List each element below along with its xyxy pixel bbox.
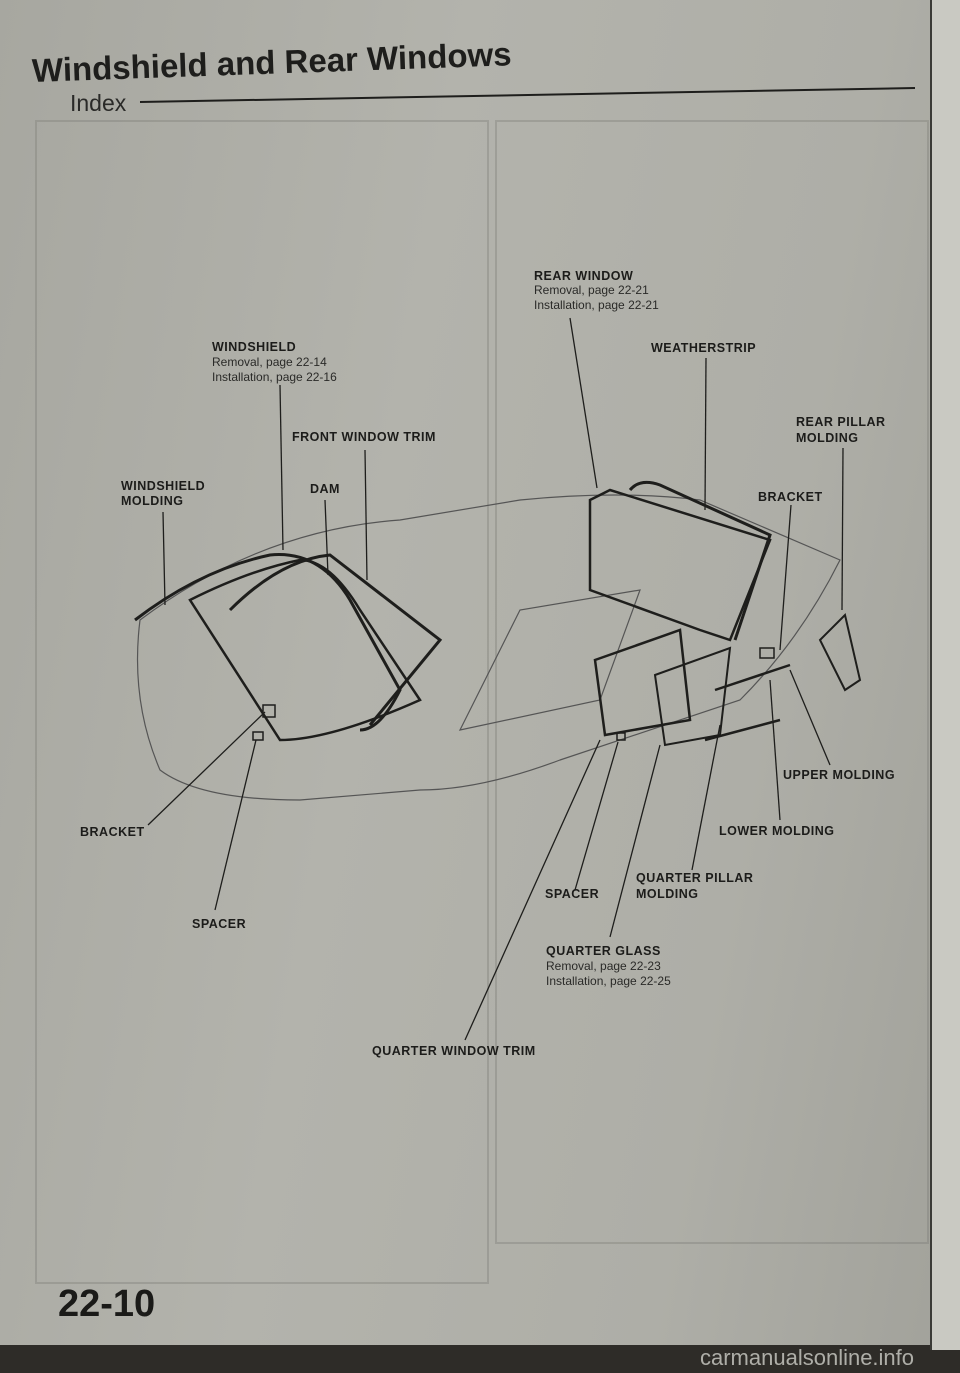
bracket-part-right <box>759 647 775 659</box>
quarter-glass-installation-ref: Installation, page 22-25 <box>546 974 671 988</box>
label-rear-window: REAR WINDOW <box>534 269 634 283</box>
page-subtitle: Index <box>70 90 127 116</box>
label-weatherstrip: WEATHERSTRIP <box>651 341 757 355</box>
windshield-molding-part <box>134 553 402 732</box>
spacer-part-left <box>252 731 264 741</box>
label-rear-pillar-molding-1: REAR PILLAR <box>796 415 886 429</box>
label-windshield: WINDSHIELD <box>212 340 297 354</box>
manual-page <box>0 0 945 1345</box>
label-spacer-left: SPACER <box>192 917 247 931</box>
watermark: carmanualsonline.info <box>700 1345 915 1370</box>
windshield-glass-part <box>188 558 422 742</box>
label-upper-molding: UPPER MOLDING <box>783 768 896 782</box>
label-windshield-molding-2: MOLDING <box>121 494 184 508</box>
label-quarter-glass: QUARTER GLASS <box>546 944 661 958</box>
title-rule <box>139 87 916 103</box>
page-number: 22-10 <box>58 1283 156 1325</box>
label-bracket-left: BRACKET <box>80 825 145 839</box>
label-rear-pillar-molding-2: MOLDING <box>796 431 859 445</box>
windshield-installation-ref: Installation, page 22-16 <box>212 370 337 384</box>
quarter-trim-part <box>593 628 692 737</box>
rear-pillar-molding-part <box>818 613 862 692</box>
label-quarter-pillar-molding-1: QUARTER PILLAR <box>636 871 754 885</box>
label-quarter-window-trim: QUARTER WINDOW TRIM <box>372 1044 536 1058</box>
spacer-part-right <box>616 732 626 741</box>
rear-window-removal-ref: Removal, page 22-21 <box>534 283 649 297</box>
label-windshield-molding-1: WINDSHIELD <box>121 479 206 493</box>
weatherstrip-part <box>628 480 772 641</box>
label-quarter-pillar-molding-2: MOLDING <box>636 887 699 901</box>
car-side-window <box>458 589 641 731</box>
label-lower-molding: LOWER MOLDING <box>719 824 835 838</box>
bleed-through-frame-left <box>35 120 489 1284</box>
label-dam: DAM <box>310 482 340 496</box>
quarter-glass-removal-ref: Removal, page 22-23 <box>546 959 661 973</box>
label-front-window-trim: FRONT WINDOW TRIM <box>292 430 436 444</box>
bleed-through-frame-right <box>495 120 929 1244</box>
leader-lines <box>147 317 844 1041</box>
label-spacer-right: SPACER <box>545 887 600 901</box>
quarter-moldings-part <box>704 663 791 742</box>
rear-window-installation-ref: Installation, page 22-21 <box>534 298 659 312</box>
front-window-trim-part <box>228 553 443 726</box>
bracket-part-left <box>262 704 276 718</box>
rear-window-part <box>588 488 772 642</box>
label-bracket-right: BRACKET <box>758 490 823 504</box>
car-body-outline <box>136 494 841 801</box>
next-page-edge <box>930 0 960 1350</box>
windshield-removal-ref: Removal, page 22-14 <box>212 355 327 369</box>
